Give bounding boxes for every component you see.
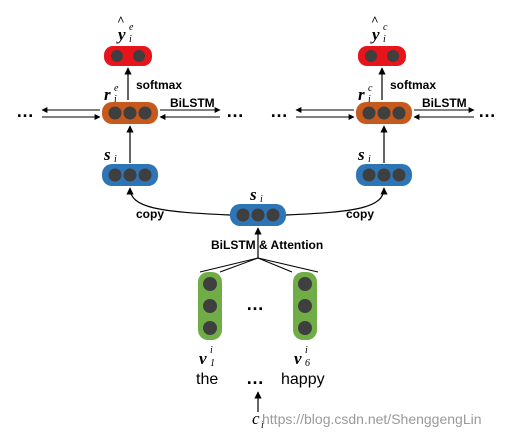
right-r-sub: i	[368, 94, 371, 105]
right-ellipsis-outer: …	[478, 101, 496, 121]
left-s-label: s	[103, 145, 111, 164]
v6-sub: 6	[305, 358, 310, 369]
center-s-sub: i	[260, 194, 263, 205]
left-s-sub: i	[114, 154, 117, 165]
v1-sup: i	[210, 345, 213, 356]
right-s-sub: i	[368, 154, 371, 165]
left-bilstm-cell	[102, 102, 158, 124]
center-s-label: s	[249, 185, 257, 204]
fan-line-3	[257, 257, 293, 273]
left-bilstm-label: BiLSTM	[170, 96, 215, 110]
input-vector-v6	[293, 272, 317, 340]
right-y-sub: i	[383, 34, 386, 45]
left-r-sub: i	[114, 94, 117, 105]
right-r-label: r	[358, 85, 365, 104]
right-bilstm-cell	[356, 102, 412, 124]
right-y-sup: c	[383, 22, 388, 33]
left-y-hat: ^	[117, 13, 124, 28]
watermark-text: https://blog.csdn.net/ShenggengLin	[262, 411, 482, 427]
v6-label: v	[294, 349, 302, 368]
attention-label: BiLSTM & Attention	[211, 238, 323, 252]
right-ellipsis-inner: …	[270, 101, 288, 121]
right-output-cell	[358, 46, 406, 66]
v1-label: v	[199, 349, 207, 368]
right-y-label: y	[370, 25, 380, 44]
left-output-cell	[104, 46, 152, 66]
word-happy: happy	[281, 371, 325, 388]
right-copy-curve	[285, 187, 388, 216]
center-sentence-cell	[230, 204, 286, 226]
right-copy-cell	[356, 164, 412, 186]
left-y-sub: i	[129, 34, 132, 45]
input-ellipsis: …	[246, 294, 264, 314]
right-s-label: s	[357, 145, 365, 164]
fan-line-2	[219, 257, 259, 273]
left-copy-curve	[126, 187, 231, 216]
right-bilstm-label: BiLSTM	[422, 96, 467, 110]
context-c-label: c	[252, 409, 260, 428]
word-the: the	[196, 371, 218, 388]
left-r-label: r	[104, 85, 111, 104]
left-r-sup: e	[114, 83, 119, 94]
left-ellipsis-outer: …	[16, 101, 34, 121]
left-ellipsis-inner: …	[226, 101, 244, 121]
left-copy-cell	[102, 164, 158, 186]
word-ellipsis: …	[246, 368, 264, 388]
left-y-sup: e	[129, 22, 134, 33]
right-copy-label: copy	[346, 207, 374, 221]
right-r-sup: c	[368, 83, 373, 94]
left-copy-label: copy	[136, 207, 164, 221]
fan-line-4	[257, 257, 319, 273]
right-softmax-label: softmax	[390, 78, 436, 92]
left-y-label: y	[116, 25, 126, 44]
fan-line-1	[199, 257, 259, 273]
v1-sub: 1	[210, 358, 215, 369]
v6-sup: i	[305, 345, 308, 356]
input-vector-v1	[198, 272, 222, 340]
left-softmax-label: softmax	[136, 78, 182, 92]
context-c-sub: i	[261, 420, 264, 431]
right-y-hat: ^	[371, 13, 378, 28]
